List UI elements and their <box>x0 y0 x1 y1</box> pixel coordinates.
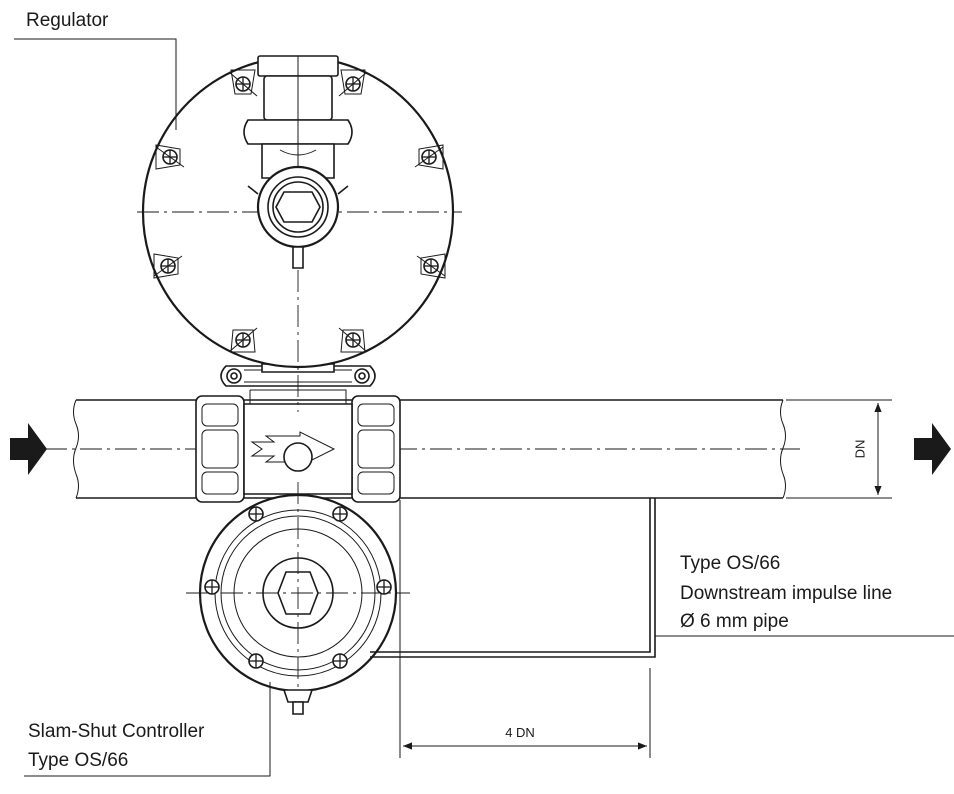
slam-shut-callout: Slam-Shut Controller Type OS/66 <box>24 682 271 777</box>
four-dn-dimension: 4 DN <box>399 500 651 758</box>
slam-shut-title-label: Slam-Shut Controller <box>28 721 205 742</box>
controller-bolt-icon <box>248 506 264 522</box>
outlet-flow-arrow-icon <box>914 423 951 475</box>
regulator-label: Regulator <box>26 10 109 31</box>
controller-bolt-icon <box>248 653 264 669</box>
dn-dimension: DN <box>786 399 892 499</box>
impulse-line-callout: Type OS/66 Downstream impulse line Ø 6 m… <box>655 553 954 637</box>
regulator-bolt-icon <box>338 327 368 353</box>
slam-shut-type-label: Type OS/66 <box>28 750 128 771</box>
regulator-bolt-icon <box>414 144 444 170</box>
downstream-impulse-line <box>370 498 656 658</box>
controller-bolt-icon <box>332 653 348 669</box>
impulse-line-pipe-label: Ø 6 mm pipe <box>680 611 789 632</box>
controller-bolt-icon <box>332 506 348 522</box>
regulator-bolt-icon <box>155 144 185 170</box>
regulator-valve-body <box>195 389 401 503</box>
impulse-line-type-label: Type OS/66 <box>680 553 780 574</box>
controller-bolt-icon <box>204 579 220 595</box>
regulator-bolt-icon <box>338 69 368 97</box>
pipe <box>45 399 800 499</box>
regulator-bolt-icon <box>153 253 183 279</box>
regulator-bolt-icon <box>228 69 258 97</box>
regulator-callout: Regulator <box>14 10 177 130</box>
slam-shut-controller <box>186 482 410 715</box>
regulator-head <box>137 55 462 412</box>
impulse-line-description-label: Downstream impulse line <box>680 583 892 604</box>
four-dn-dimension-label: 4 DN <box>505 725 535 740</box>
dn-dimension-label: DN <box>852 440 867 459</box>
regulator-bolt-icon <box>416 253 446 279</box>
inlet-flow-arrow-icon <box>10 423 47 475</box>
regulator-bolt-icon <box>228 327 258 353</box>
controller-bolt-icon <box>376 579 392 595</box>
